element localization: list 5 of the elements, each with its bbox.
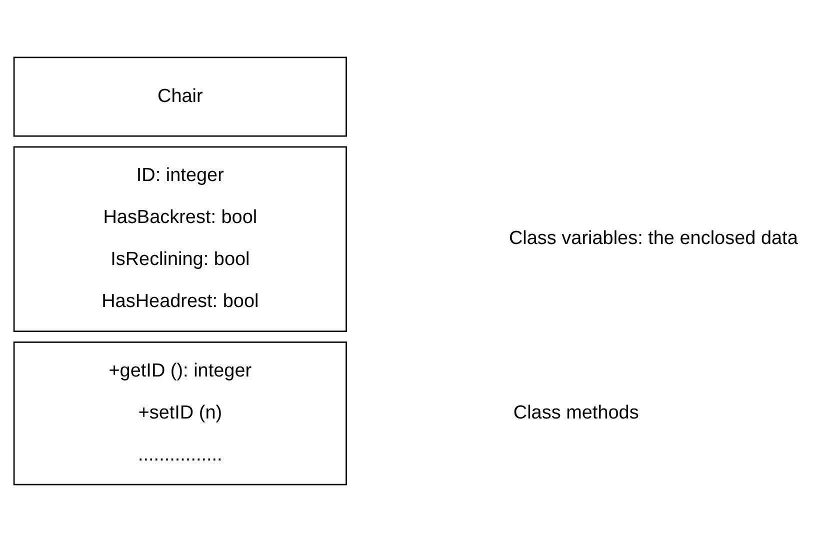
node-box: ID: integer HasBackrest: bool IsReclining: bool HasHeadrest: bool (13, 146, 347, 332)
node-box: +getID (): integer +setID (n) ................ (13, 342, 347, 486)
label: Class variables: the enclosed data (508, 228, 798, 250)
label: Class methods (513, 402, 639, 424)
node-box: Chair (13, 56, 347, 137)
